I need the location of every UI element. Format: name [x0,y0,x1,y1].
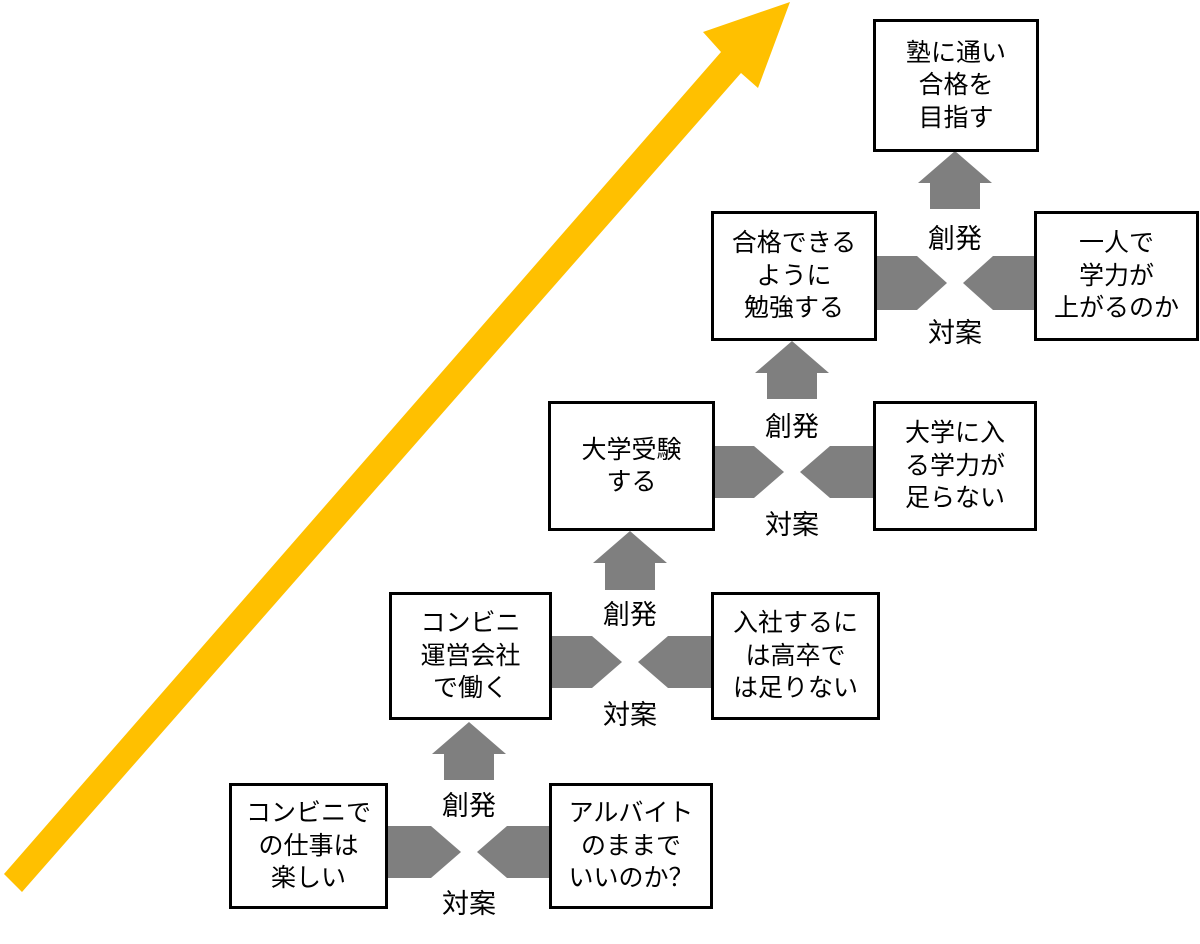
step-2-up-arrow [593,531,667,590]
step-4-left-box: 合格できる ように 勉強する [711,211,877,341]
step-4-emergence-label: 創発 [928,224,982,255]
step-3-counterproposal-label: 対案 [765,510,819,541]
step-4-counterproposal-label: 対案 [928,318,982,349]
step-4-right-chevron [963,256,1034,310]
step-2-left-box: コンビニ 運営会社 で働く [389,592,552,720]
step-2-left-chevron [552,636,622,688]
step-3-left-box: 大学受験 する [548,401,715,531]
step-1-counterproposal-label: 対案 [442,889,496,920]
step-4-right-box: 一人で 学力が 上がるのか [1034,211,1199,341]
step-1-left-chevron [388,826,461,878]
step-3-left-chevron [715,446,784,498]
step-3-up-arrow [755,341,829,399]
step-2-right-chevron [638,636,711,688]
step-1-right-chevron [477,826,549,878]
step-1-right-box: アルバイト のままで いいのか？ [549,783,713,909]
final-goal-box: 塾に通い 合格を 目指す [873,19,1039,152]
step-3-emergence-label: 創発 [765,412,819,443]
step-4-left-chevron [877,256,947,310]
growth-arrow [4,2,790,892]
step-1-left-box: コンビニで の仕事は 楽しい [229,783,388,909]
step-1-emergence-label: 創発 [442,791,496,822]
step-4-up-arrow [918,151,992,209]
step-2-emergence-label: 創発 [603,600,657,631]
step-3-right-chevron [800,446,873,498]
step-2-right-box: 入社するに は高卒で は足りない [711,592,880,720]
step-3-right-box: 大学に入 る学力が 足らない [873,401,1037,531]
step-2-counterproposal-label: 対案 [603,700,657,731]
step-1-up-arrow [432,722,506,780]
